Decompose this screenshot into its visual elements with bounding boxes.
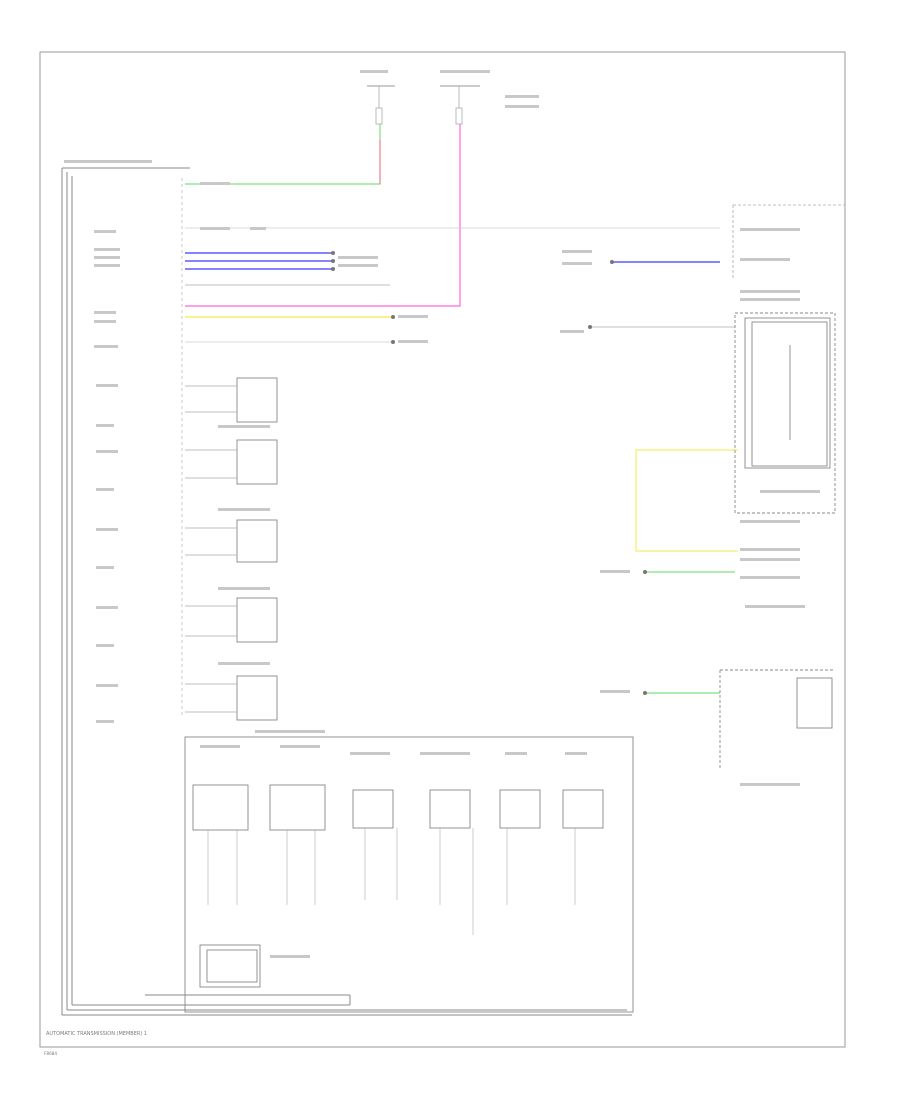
sensor-leads bbox=[207, 828, 576, 935]
fuse-2 bbox=[455, 107, 463, 125]
wire-green bbox=[185, 124, 381, 185]
diagram-frame bbox=[39, 51, 846, 1048]
wire-magenta bbox=[185, 124, 461, 307]
engine-control-module bbox=[732, 204, 845, 280]
faint-label-marks bbox=[64, 70, 820, 958]
fuse-1 bbox=[375, 107, 383, 125]
sensor-panel bbox=[184, 736, 634, 1013]
solenoid-boxes bbox=[236, 377, 278, 721]
footer-title: AUTOMATIC TRANSMISSION (MEMBER) 1 bbox=[46, 1031, 147, 1037]
transmission-range-switch bbox=[734, 312, 836, 514]
instrument-cluster bbox=[719, 669, 835, 770]
transmission-control-module bbox=[61, 167, 632, 1016]
page-code: F8684 bbox=[44, 1051, 57, 1056]
connector-dots bbox=[331, 251, 647, 695]
solenoid-leads bbox=[185, 385, 237, 713]
wire-yellow-right bbox=[635, 449, 738, 552]
fuse-block-top bbox=[367, 85, 480, 125]
